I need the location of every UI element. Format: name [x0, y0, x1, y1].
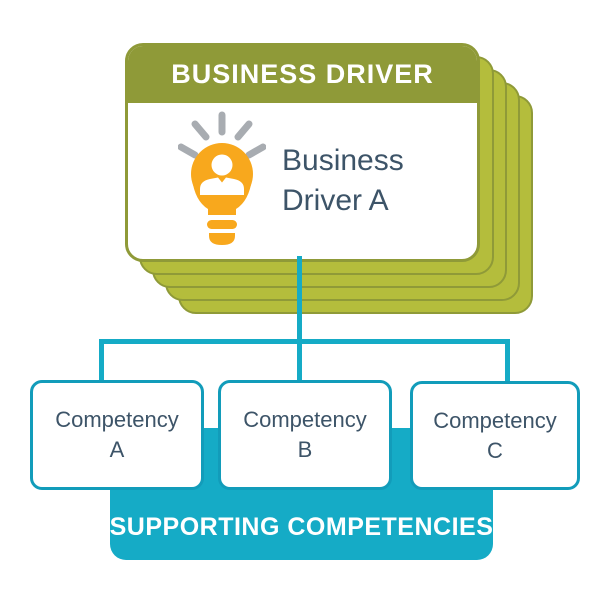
competency-c-label: Competency C [433, 407, 557, 463]
competency-a-label: Competency A [55, 407, 179, 462]
connector-vertical-right [505, 342, 510, 384]
person-silhouette-icon [200, 154, 244, 195]
competency-box-b: Competency B [218, 380, 392, 490]
supporting-competencies-label: SUPPORTING COMPETENCIES [109, 513, 494, 541]
competency-box-a: Competency A [30, 380, 204, 490]
business-driver-header-label: BUSINESS DRIVER [171, 59, 434, 89]
business-driver-title: Business Driver A [282, 144, 404, 217]
light-rays-icon [178, 111, 266, 159]
competency-box-c: Competency C [410, 381, 580, 490]
business-driver-body: Business Driver A [128, 103, 477, 259]
connector-vertical-left [99, 342, 104, 382]
connector-horizontal [99, 339, 510, 344]
business-driver-card: BUSINESS DRIVER [125, 43, 480, 262]
business-driver-header: BUSINESS DRIVER [128, 46, 477, 103]
lightbulb-person-icon [178, 111, 266, 245]
connector-vertical-middle [297, 256, 302, 382]
competency-b-label: Competency B [243, 407, 367, 462]
